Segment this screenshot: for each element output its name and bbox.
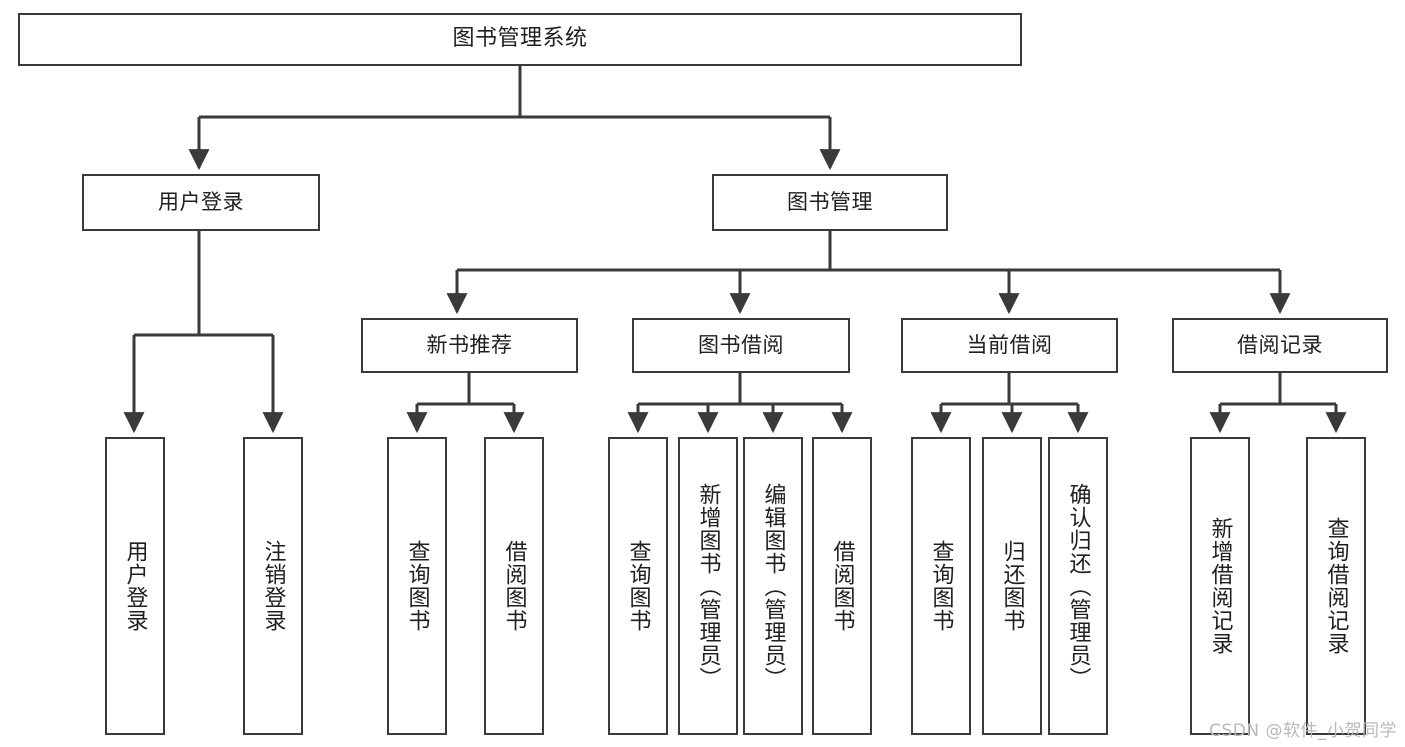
leaf-borrow-book-2[interactable]: 借阅图书	[812, 437, 872, 735]
leaf-add-record-label: 新增借阅记录	[1207, 517, 1233, 655]
leaf-confirm-return-label: 确认归还（管理员）	[1065, 482, 1091, 690]
leaf-user-logout-label: 注销登录	[260, 540, 286, 632]
node-book-manage[interactable]: 图书管理	[712, 174, 948, 231]
node-book-borrow[interactable]: 图书借阅	[632, 318, 850, 373]
leaf-query-book-3[interactable]: 查询图书	[911, 437, 971, 735]
leaf-query-book-2-label: 查询图书	[625, 540, 651, 632]
leaf-add-book-label: 新增图书（管理员）	[695, 482, 721, 690]
node-user-login[interactable]: 用户登录	[82, 174, 320, 231]
leaf-query-record-label: 查询借阅记录	[1323, 517, 1349, 655]
node-user-login-label: 用户登录	[158, 189, 244, 214]
leaf-edit-book-label: 编辑图书（管理员）	[760, 482, 786, 690]
leaf-user-login[interactable]: 用户登录	[105, 437, 165, 735]
leaf-borrow-book-2-label: 借阅图书	[829, 540, 855, 632]
leaf-borrow-book-1-label: 借阅图书	[501, 540, 527, 632]
leaf-return-book[interactable]: 归还图书	[982, 437, 1042, 735]
node-borrow-record-label: 借阅记录	[1237, 332, 1323, 357]
node-new-book-recommend[interactable]: 新书推荐	[361, 318, 578, 373]
leaf-query-record[interactable]: 查询借阅记录	[1306, 437, 1366, 735]
leaf-user-logout[interactable]: 注销登录	[243, 437, 303, 735]
node-current-borrow[interactable]: 当前借阅	[901, 318, 1118, 373]
leaf-return-book-label: 归还图书	[999, 540, 1025, 632]
leaf-borrow-book-1[interactable]: 借阅图书	[484, 437, 544, 735]
leaf-query-book-3-label: 查询图书	[928, 540, 954, 632]
node-root[interactable]: 图书管理系统	[18, 13, 1022, 66]
leaf-query-book-1[interactable]: 查询图书	[387, 437, 447, 735]
leaf-query-book-1-label: 查询图书	[404, 540, 430, 632]
leaf-query-book-2[interactable]: 查询图书	[608, 437, 668, 735]
leaf-user-login-label: 用户登录	[122, 540, 148, 632]
node-borrow-record[interactable]: 借阅记录	[1172, 318, 1388, 373]
node-book-manage-label: 图书管理	[787, 189, 873, 214]
node-current-borrow-label: 当前借阅	[966, 332, 1053, 357]
node-new-book-recommend-label: 新书推荐	[426, 332, 513, 357]
leaf-edit-book[interactable]: 编辑图书（管理员）	[743, 437, 803, 735]
node-book-borrow-label: 图书借阅	[698, 332, 784, 357]
leaf-add-record[interactable]: 新增借阅记录	[1190, 437, 1250, 735]
leaf-add-book[interactable]: 新增图书（管理员）	[678, 437, 738, 735]
watermark-text: CSDN @软件_小贺同学	[1209, 721, 1397, 741]
node-root-label: 图书管理系统	[452, 26, 588, 52]
leaf-confirm-return[interactable]: 确认归还（管理员）	[1048, 437, 1108, 735]
